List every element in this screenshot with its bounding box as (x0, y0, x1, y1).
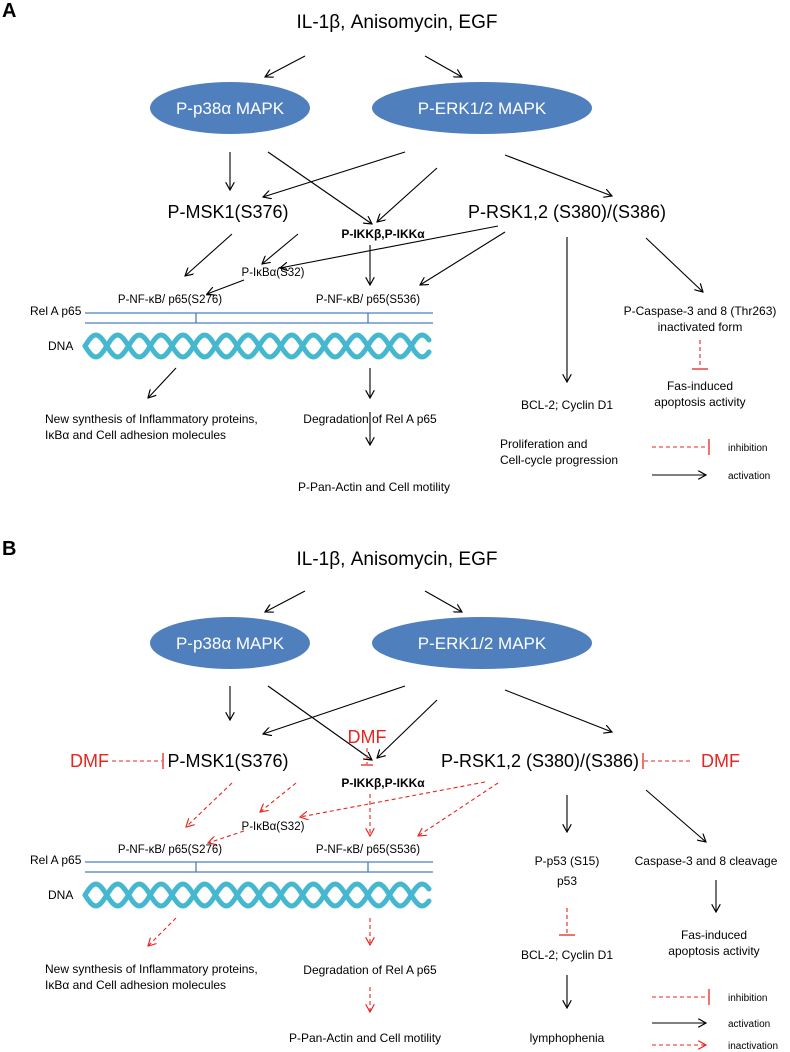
arrow-p38-to-ikk (267, 151, 372, 224)
arrow-stimuli-to-p38 (265, 55, 306, 77)
dna-label: DNA (48, 888, 73, 902)
nfkb536-label: P-NF-κB/ p65(S536) (316, 844, 420, 856)
panel-b: B IL-1β, Anisomycin, EGF P-p38α MAPK P-E… (2, 538, 778, 1052)
arrow-rsk-to-caspase-cleavage (645, 789, 706, 842)
synthesis-line-2: IκBα and Cell adhesion molecules (45, 978, 226, 992)
arrow-msk1-to-nfkb276 (185, 233, 233, 276)
arrow-erk-to-msk1 (263, 685, 406, 734)
arrow-erk-to-ikk (377, 699, 438, 758)
ikk-label: P-IKKβ,P-IKKα (341, 227, 425, 241)
prolif-line-2: Cell-cycle progression (500, 453, 618, 467)
arrow-stimuli-to-p38 (265, 590, 306, 612)
arrow-dna-to-synthesis (148, 367, 177, 398)
dna-strand-1 (82, 332, 432, 360)
rel-a-label: Rel A p65 (30, 304, 82, 318)
p53-line-2: p53 (557, 874, 577, 888)
arrow-ikk-to-ikba (262, 233, 299, 264)
p38-label: P-p38α MAPK (176, 634, 285, 653)
stimuli-label: IL-1β, Anisomycin, EGF (297, 549, 498, 570)
degradation-label: Degradation of Rel A p65 (303, 412, 437, 426)
nfkb536-label: P-NF-κB/ p65(S536) (316, 294, 420, 306)
rel-a-label: Rel A p65 (30, 853, 82, 867)
legend-inactivation-label: inactivation (728, 1041, 778, 1052)
rsk-label: P-RSK1,2 (S380)/(S386) (441, 751, 639, 771)
panel-a-label: A (2, 0, 16, 22)
dna-strand-2 (82, 881, 432, 909)
actin-label: P-Pan-Actin and Cell motility (298, 480, 450, 494)
nfkb276-label: P-NF-κB/ p65(S276) (118, 844, 222, 856)
msk1-label: P-MSK1(S376) (167, 751, 288, 771)
ikk-label: P-IKKβ,P-IKKα (341, 776, 425, 790)
p38-node (150, 82, 310, 134)
p38-label: P-p38α MAPK (176, 99, 285, 118)
stimuli-label: IL-1β, Anisomycin, EGF (297, 12, 498, 33)
legend-activation-label: activation (728, 1019, 770, 1030)
arrow-erk-to-rsk (504, 154, 612, 196)
arrow-p38-to-ikk (267, 685, 372, 760)
synthesis-line-1: New synthesis of Inflammatory proteins, (45, 962, 258, 976)
arrow-erk-to-ikk (377, 167, 438, 222)
bcl2-label: BCL-2; Cyclin D1 (521, 948, 613, 962)
caspase-line-1: P-Caspase-3 and 8 (Thr263) (624, 304, 777, 318)
p38-node (150, 617, 310, 669)
caspase-line-2: inactivated form (658, 320, 743, 334)
ikba-label: P-IκBα(S32) (242, 821, 305, 833)
nfkb276-label: P-NF-κB/ p65(S276) (118, 294, 222, 306)
caspase-cleavage-label: Caspase-3 and 8 cleavage (635, 854, 778, 868)
degradation-label: Degradation of Rel A p65 (303, 963, 437, 977)
arrow-rsk-to-ikba (280, 225, 499, 268)
erk-node (372, 617, 592, 669)
fas-line-2: apoptosis activity (668, 944, 759, 958)
lymphopenia-label: lymphophenia (530, 1031, 605, 1045)
prolif-line-1: Proliferation and (500, 437, 587, 451)
dmf-center-label: DMF (348, 727, 387, 747)
arrow-stimuli-to-erk (424, 590, 462, 612)
actin-label: P-Pan-Actin and Cell motility (289, 1031, 441, 1045)
msk1-label: P-MSK1(S376) (167, 202, 288, 222)
red-arrow-rsk-to-ikba (300, 781, 486, 817)
arrow-rsk-to-caspase (645, 237, 703, 292)
dmf-right-label: DMF (701, 751, 740, 771)
synthesis-line-2: IκBα and Cell adhesion molecules (45, 428, 226, 442)
legend-activation-label: activation (728, 471, 770, 482)
red-arrow-dna-to-synthesis (148, 917, 177, 946)
dna-label: DNA (48, 339, 73, 353)
erk-label: P-ERK1/2 MAPK (418, 634, 547, 653)
fas-line-1: Fas-induced (667, 379, 733, 393)
synthesis-line-1: New synthesis of Inflammatory proteins, (45, 412, 258, 426)
arrow-stimuli-to-erk (424, 55, 462, 77)
dmf-left-label: DMF (70, 751, 109, 771)
arrow-ikba-to-nfkb276 (207, 279, 245, 294)
rsk-label: P-RSK1,2 (S380)/(S386) (468, 202, 666, 222)
dna-strand-1 (82, 881, 432, 909)
red-arrow-ikba-to-nfkb276 (208, 830, 245, 843)
red-arrow-ikk-to-ikba (260, 782, 297, 812)
erk-node (372, 82, 592, 134)
ikba-label: P-IκBα(S32) (242, 267, 305, 279)
erk-label: P-ERK1/2 MAPK (418, 99, 547, 118)
legend-inhibition-label: inhibition (728, 993, 767, 1004)
panel-a: A IL-1β, Anisomycin, EGF P-p38α MAPK P-E… (2, 0, 776, 494)
dna-strand-2 (82, 332, 432, 360)
red-arrow-msk1-to-nfkb276 (186, 782, 233, 827)
arrow-rsk-to-nfkb536 (420, 231, 506, 285)
bcl2-label: BCL-2; Cyclin D1 (521, 398, 613, 412)
panel-b-label: B (2, 538, 16, 560)
legend-inhibition-label: inhibition (728, 443, 767, 454)
arrow-erk-to-rsk (504, 689, 612, 732)
fas-line-1: Fas-induced (681, 928, 747, 942)
fas-line-2: apoptosis activity (654, 395, 745, 409)
red-arrow-rsk-to-nfkb536 (418, 782, 499, 836)
p53-line-1: P-p53 (S15) (535, 854, 600, 868)
arrow-erk-to-msk1 (263, 151, 406, 197)
